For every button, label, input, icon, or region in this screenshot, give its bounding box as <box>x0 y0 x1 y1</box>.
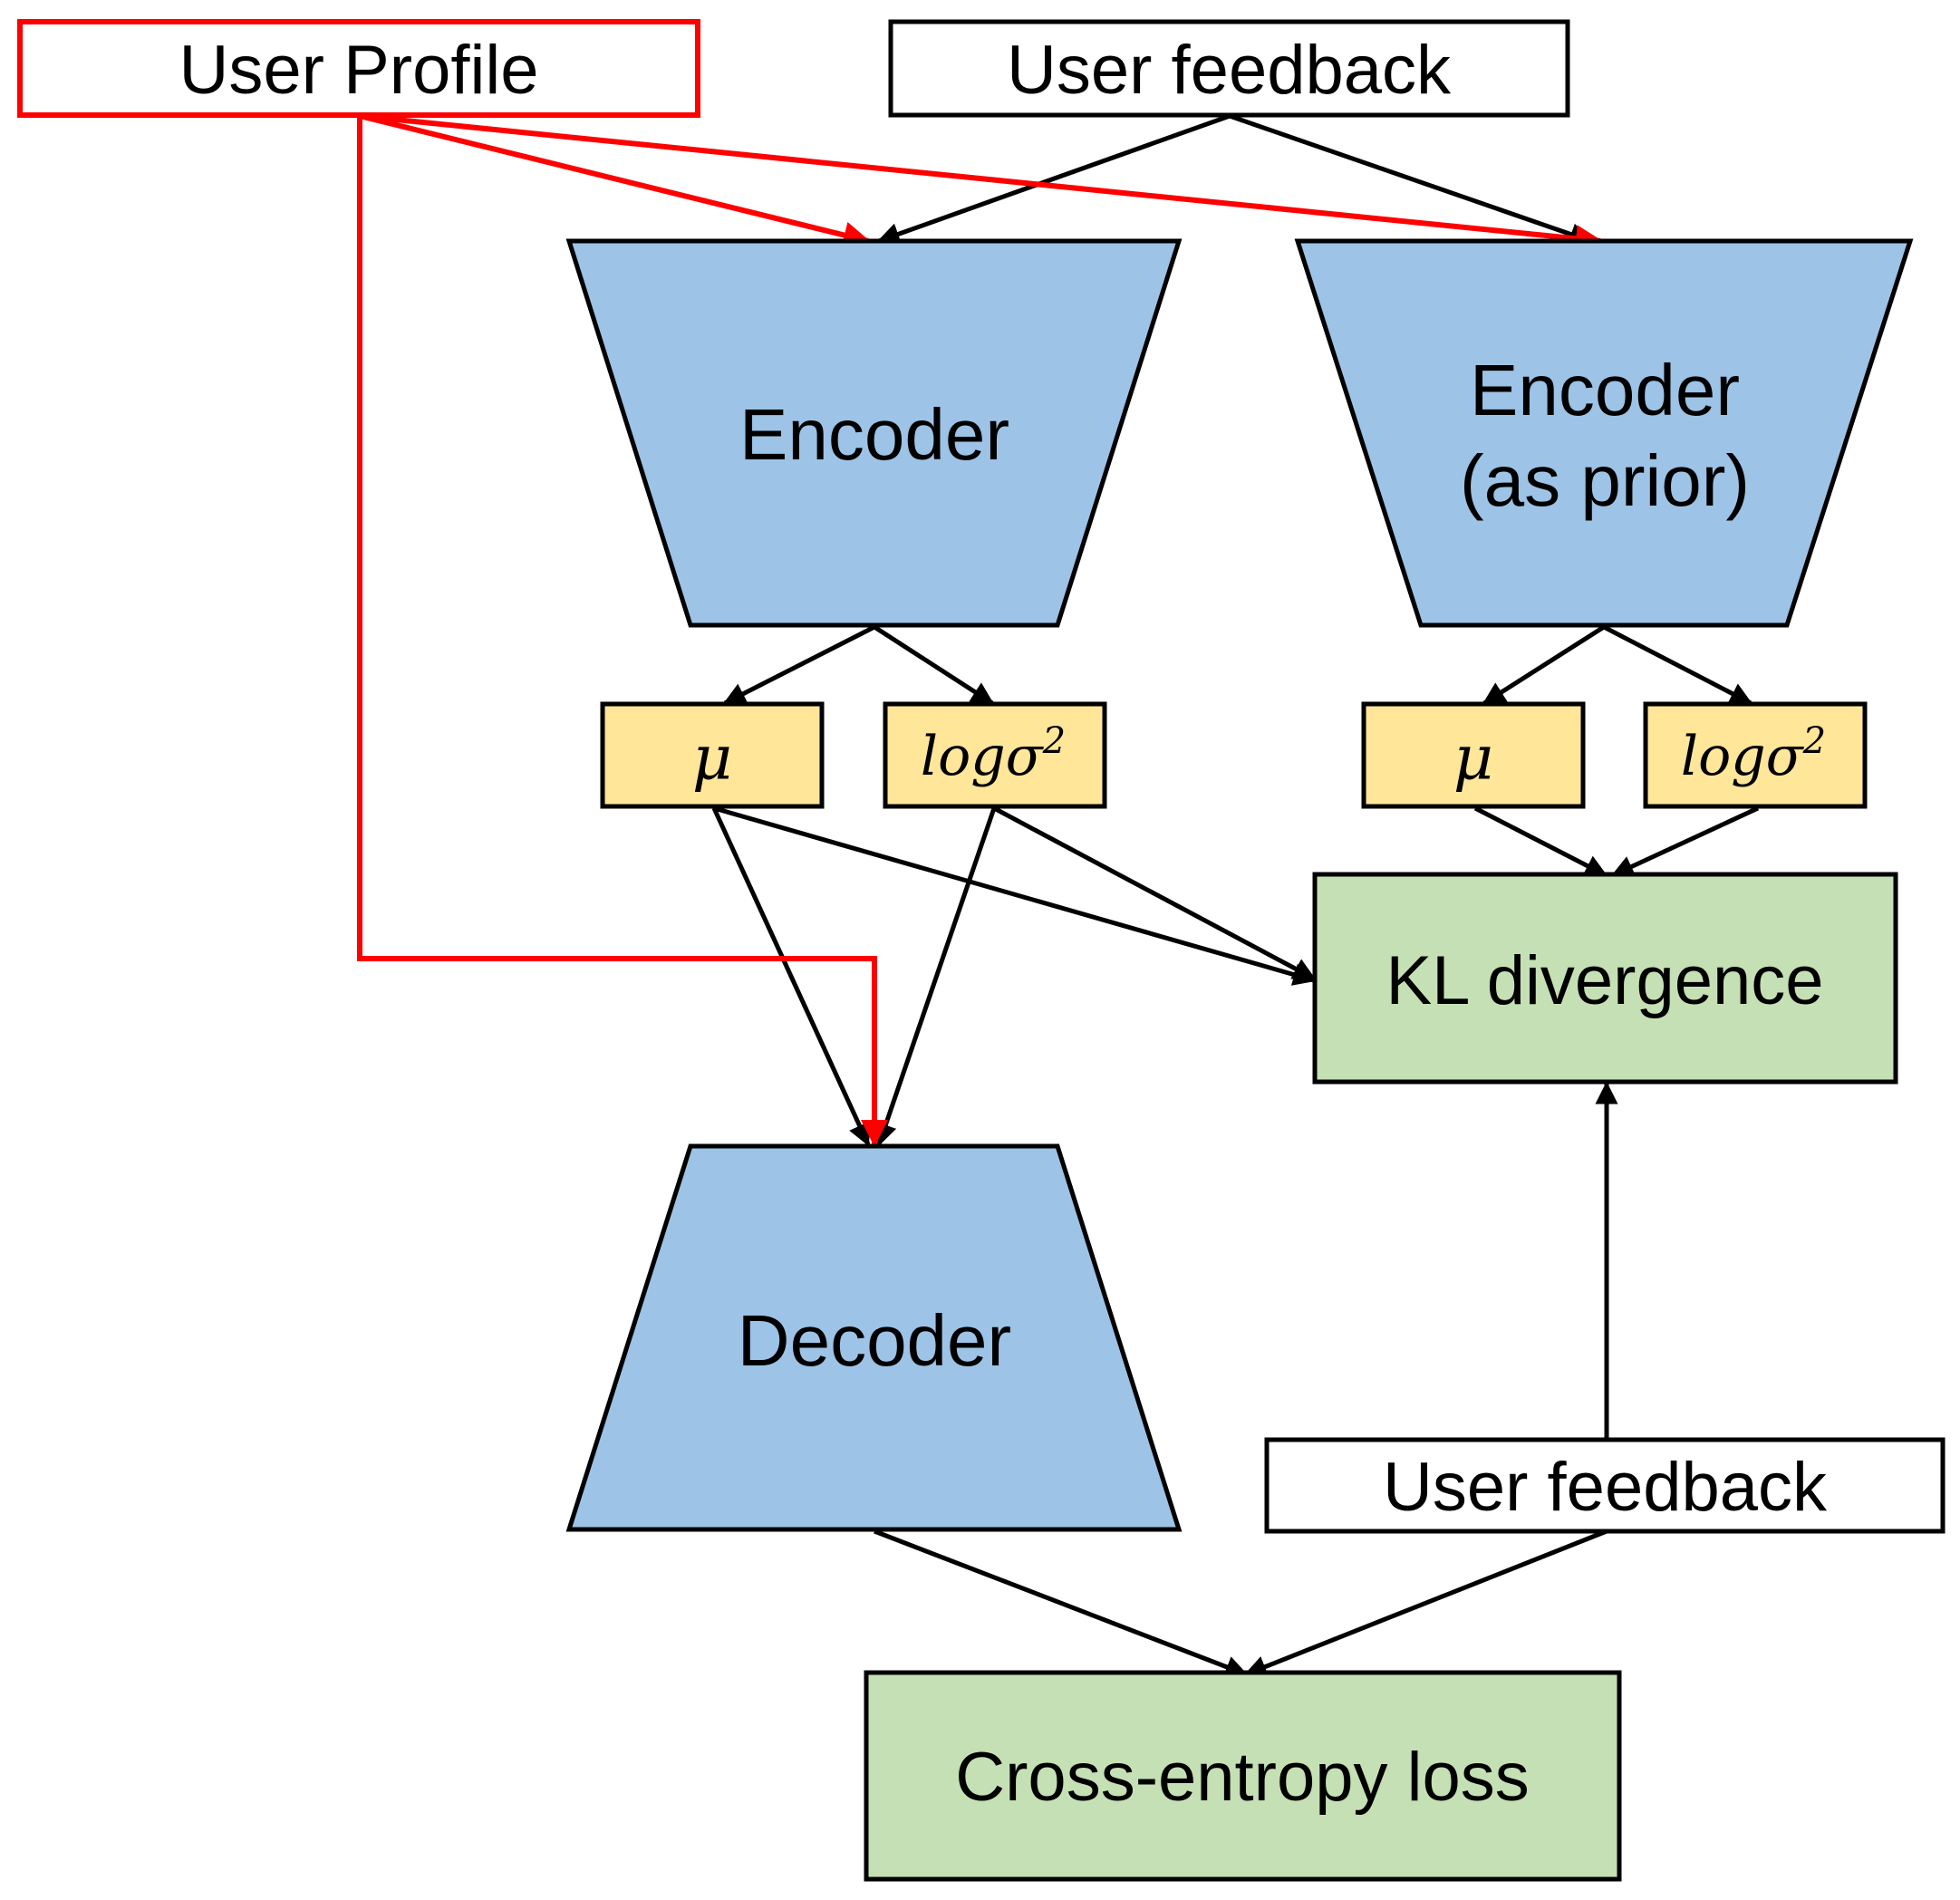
user-feedback-bottom-node: User feedback <box>1264 1437 1946 1534</box>
edge-feedback-to-encoder <box>876 113 1231 246</box>
decoder-label: Decoder <box>738 1300 1011 1381</box>
edge-encoder-to-mu <box>722 624 876 706</box>
user-profile-node: User Profile <box>17 19 700 118</box>
logsigma-right-node: logσ2 <box>1643 701 1868 809</box>
mu-left-label: μ <box>692 723 732 795</box>
cross-entropy-loss-node: Cross-entropy loss <box>864 1670 1622 1882</box>
user-feedback-top-label: User feedback <box>1007 32 1452 109</box>
edge-mu-to-kl <box>713 805 1317 986</box>
encoder-prior-node: Encoder (as prior) <box>1294 238 1914 628</box>
mu-left-node: μ <box>600 701 825 809</box>
edge-profile-to-encoder <box>359 113 871 249</box>
user-feedback-bottom-label: User feedback <box>1383 1449 1828 1526</box>
edge-feedback-to-prior-encoder <box>1229 113 1593 246</box>
mu-right-label: μ <box>1453 723 1493 795</box>
encoder-label: Encoder <box>739 394 1009 475</box>
encoder-node: Encoder <box>565 238 1183 628</box>
edge-prior-encoder-to-mu <box>1482 624 1606 706</box>
edge-logsigma-to-kl <box>992 805 1317 981</box>
edge-profile-to-decoder <box>357 116 888 1147</box>
edge-prior-encoder-to-logsigma <box>1602 624 1753 706</box>
edge-profile-to-prior-encoder <box>359 113 1603 253</box>
edge-logsigma-to-decoder <box>874 807 997 1147</box>
edges <box>711 113 1760 1678</box>
logsigma-right-label: logσ2 <box>1681 720 1826 788</box>
profile-edges <box>357 113 1603 1147</box>
logsigma-left-label: logσ2 <box>921 720 1066 788</box>
kl-divergence-label: KL divergence <box>1386 942 1823 1019</box>
cross-entropy-loss-label: Cross-entropy loss <box>955 1739 1530 1816</box>
user-profile-label: User Profile <box>179 32 539 109</box>
edge-encoder-to-logsigma <box>873 624 995 706</box>
edge-decoder-to-loss <box>874 1529 1249 1678</box>
decoder-node: Decoder <box>565 1143 1183 1532</box>
edge-mu-to-decoder <box>711 806 871 1147</box>
kl-divergence-node: KL divergence <box>1312 872 1898 1085</box>
edge-feedback-to-loss <box>1243 1529 1608 1678</box>
encoder-prior-label-line1: Encoder <box>1470 350 1740 430</box>
encoder-prior-label-line2: (as prior) <box>1460 440 1750 521</box>
logsigma-left-node: logσ2 <box>883 701 1107 809</box>
edge-prior-logsigma-to-kl <box>1610 805 1760 878</box>
mu-right-node: μ <box>1361 701 1586 809</box>
user-feedback-top-node: User feedback <box>888 19 1570 118</box>
edge-prior-mu-to-kl <box>1473 805 1608 878</box>
